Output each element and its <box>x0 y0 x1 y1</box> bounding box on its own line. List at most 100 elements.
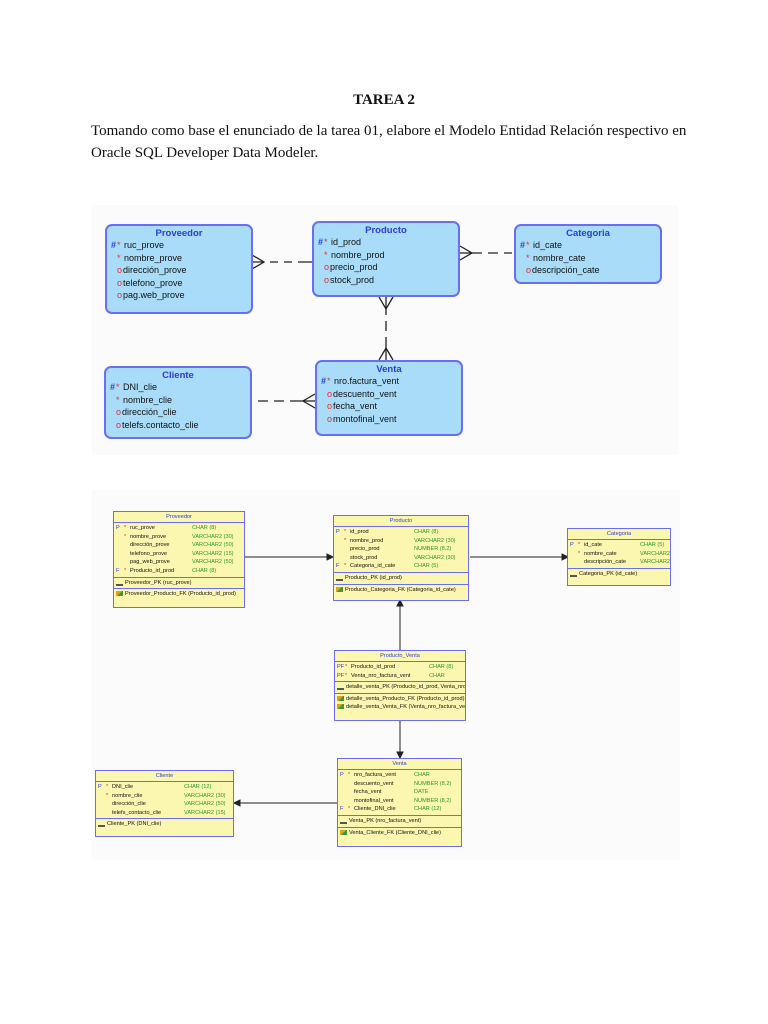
attribute-name: dirección_clie <box>122 407 177 417</box>
pk-name: Categoria_PK (id_cate) <box>579 570 638 577</box>
entity-title: Cliente <box>162 370 194 381</box>
pk-name: Venta_PK (nro_factura_vent) <box>349 817 422 824</box>
key-marker: P <box>116 525 120 531</box>
column-type: VARCHAR2 (50) <box>192 542 234 549</box>
table-title: Proveedor <box>114 512 244 523</box>
entity-attribute: #*id_prod <box>314 236 458 249</box>
entity-title: Proveedor <box>155 228 203 239</box>
key-marker: PF <box>337 672 345 679</box>
table-title: Categoria <box>568 529 670 540</box>
entity-attribute: opag.web_prove <box>107 289 251 302</box>
column-name: fecha_vent <box>354 789 382 796</box>
key-marker: P <box>340 772 344 778</box>
column-name: dirección_prove <box>130 542 170 549</box>
entity-attribute: *nombre_prove <box>107 252 251 265</box>
identifier-marker: # <box>110 382 116 392</box>
column-type: CHAR (8) <box>192 567 217 574</box>
identifier-marker: # <box>520 240 526 250</box>
entity-attribute: *nombre_clie <box>106 394 250 407</box>
column-name: telefs_contacto_clie <box>112 809 162 816</box>
fk-name: Venta_Cliente_FK (Cliente_DNI_clie) <box>349 829 442 836</box>
key-icon <box>570 570 577 577</box>
column-name: nombre_clie <box>112 792 143 799</box>
entity-title: Producto <box>365 225 407 236</box>
page-title: TAREA 2 <box>353 92 415 108</box>
entity-attribute: *nombre_cate <box>516 252 660 265</box>
attribute-name: nro.factura_vent <box>334 376 400 386</box>
mandatory-marker: * <box>117 240 121 250</box>
mandatory-marker: * <box>124 567 127 574</box>
table-title: Cliente <box>96 771 233 782</box>
entity-attribute: odescripción_cate <box>516 264 660 277</box>
mandatory-marker: * <box>344 537 347 544</box>
key-icon <box>98 820 105 828</box>
table-column: dirección_prove VARCHAR2 (50) <box>114 541 244 550</box>
attribute-name: telefono_prove <box>123 277 183 288</box>
attribute-name: precio_prod <box>330 262 378 272</box>
column-type: VARCHAR2 (15) <box>192 550 234 557</box>
fk-name: detalle_venta_Venta_FK (Venta_nro_factur… <box>346 704 466 711</box>
arrow-venta-down <box>396 751 404 760</box>
mandatory-marker: * <box>578 542 581 548</box>
column-type: CHAR <box>429 672 445 679</box>
key-icon <box>336 574 343 581</box>
identifier-marker: # <box>318 237 324 247</box>
entity-attribute: #*id_cate <box>516 239 660 252</box>
fk-name: Proveedor_Producto_FK (Producto_id_prod) <box>125 591 237 598</box>
column-name: Categoria_id_cate <box>350 563 396 570</box>
mandatory-marker: * <box>344 563 347 570</box>
mandatory-marker: * <box>345 672 348 679</box>
mandatory-marker: * <box>106 792 109 799</box>
column-name: pag_web_prove <box>130 559 170 566</box>
column-type: VARCHAR2 (30) <box>414 554 456 561</box>
mandatory-marker: * <box>124 533 127 540</box>
primary-key: Categoria_PK (id_cate) <box>568 570 670 579</box>
entity-attribute: #*DNI_clie <box>106 381 250 394</box>
column-name: ruc_prove <box>130 525 155 531</box>
mandatory-marker: * <box>124 525 127 531</box>
column-name: descuento_vent <box>354 780 394 787</box>
fk-name: detalle_venta_Producto_FK (Producto_id_p… <box>346 695 465 702</box>
column-type: CHAR (8) <box>414 529 439 535</box>
optional-marker: o <box>324 274 330 285</box>
entity-attribute: otelefs.contacto_clie <box>106 419 250 432</box>
foreign-key-section: Venta_Cliente_FK (Cliente_DNI_clie) <box>338 828 461 839</box>
column-name: nombre_prove <box>130 533 167 540</box>
primary-key: detalle_venta_PK (Producto_id_prod, Vent… <box>335 683 465 692</box>
key-icon <box>340 817 347 824</box>
crowfoot-venta-left <box>301 393 316 409</box>
entity-attribute: odirección_prove <box>107 264 251 277</box>
key-marker: F <box>336 563 340 570</box>
key-marker: P <box>570 542 574 548</box>
mandatory-marker: * <box>117 252 121 263</box>
primary-key: Proveedor_PK (ruc_prove) <box>114 579 244 588</box>
entity-attribute: odirección_clie <box>106 406 250 419</box>
crowfoot-venta-top <box>378 346 394 361</box>
arrow-producto-up <box>396 598 404 607</box>
column-type: VARCHAR2 (15) <box>184 809 226 816</box>
